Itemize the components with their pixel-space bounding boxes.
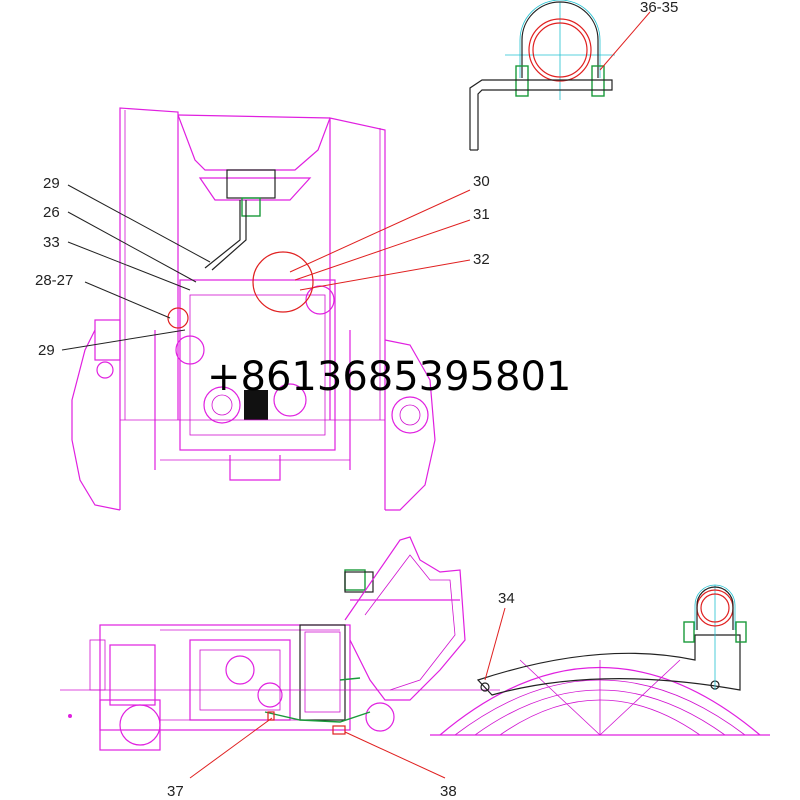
- callout-31: 31: [473, 206, 490, 223]
- leader-30: [289, 189, 471, 273]
- leader-34: [484, 607, 506, 681]
- machine-front-view: [71, 107, 436, 511]
- callout-28-27: 28-27: [35, 272, 73, 289]
- callout-38: 38: [440, 783, 457, 800]
- watermark-phone: +8613685395801: [207, 354, 571, 400]
- leader-36-35: [599, 11, 651, 71]
- leader-26: [67, 211, 197, 283]
- leader-29b: [61, 329, 186, 351]
- leader-38: [344, 731, 446, 779]
- machine-side-view: [60, 536, 500, 751]
- callout-36-35: 36-35: [640, 0, 678, 16]
- arc-bracket-detail: [430, 584, 770, 736]
- leader-29a: [67, 184, 211, 263]
- callout-26: 26: [43, 204, 60, 221]
- callout-29b: 29: [38, 342, 55, 359]
- clamp-detail-top: [469, 0, 615, 151]
- callout-34: 34: [498, 590, 515, 607]
- leader-28-27: [84, 281, 171, 319]
- leader-33: [67, 241, 191, 291]
- callout-37: 37: [167, 783, 184, 800]
- leader-31: [294, 219, 471, 281]
- callout-33: 33: [43, 234, 60, 251]
- leader-32: [299, 259, 471, 291]
- leader-37: [189, 717, 273, 779]
- callout-30: 30: [473, 173, 490, 190]
- callout-32: 32: [473, 251, 490, 268]
- callout-29a: 29: [43, 175, 60, 192]
